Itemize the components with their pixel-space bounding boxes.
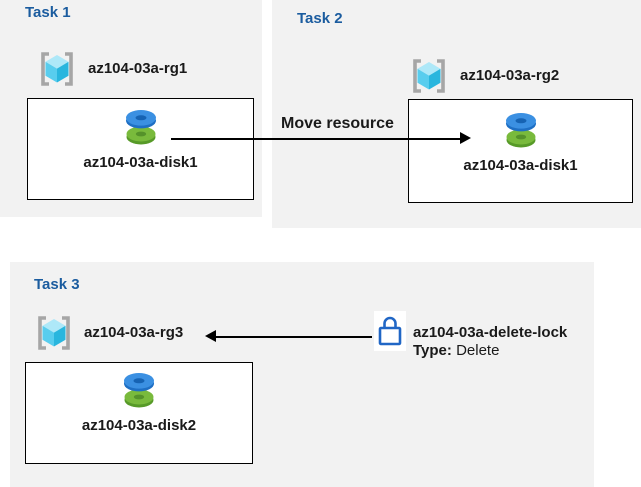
task2-resource-box: az104-03a-disk1 — [408, 99, 633, 203]
task1-panel: Task 1 az104-03a-rg1 az104-03a-disk1 — [0, 0, 262, 217]
task3-resource-box: az104-03a-disk2 — [25, 362, 253, 464]
task1-resource-group-name: az104-03a-rg1 — [88, 60, 188, 77]
task2-panel: Task 2 az104-03a-rg2 az104-03a-disk1 — [272, 0, 641, 228]
delete-lock-type-label: Type: — [413, 342, 452, 359]
move-arrow-head-icon — [460, 132, 471, 144]
lock-arrow-head-icon — [205, 330, 216, 342]
task3-resource-group-name: az104-03a-rg3 — [84, 324, 184, 341]
task3-title: Task 3 — [34, 276, 80, 293]
task3-disk-name: az104-03a-disk2 — [81, 417, 197, 434]
task1-title: Task 1 — [25, 4, 71, 21]
managed-disk-icon — [125, 110, 156, 145]
managed-disk-icon — [124, 373, 154, 408]
task3-panel: Task 3 az104-03a-rg3 az104-03a-disk2 — [10, 262, 594, 487]
resource-group-icon — [41, 52, 73, 86]
delete-lock-icon — [378, 316, 402, 346]
task1-disk-name: az104-03a-disk1 — [83, 154, 198, 171]
task2-disk-name: az104-03a-disk1 — [463, 157, 578, 174]
task2-resource-group-name: az104-03a-rg2 — [460, 67, 560, 84]
resource-group-icon — [38, 316, 70, 350]
delete-lock-name: az104-03a-delete-lock — [413, 324, 568, 341]
delete-lock-type: Type: Delete — [413, 342, 499, 359]
move-resource-label: Move resource — [281, 115, 394, 132]
delete-lock-type-value: Delete — [456, 342, 500, 359]
lock-icon-frame — [374, 311, 406, 351]
managed-disk-icon — [505, 113, 536, 148]
task2-title: Task 2 — [297, 10, 343, 27]
task1-resource-box: az104-03a-disk1 — [27, 98, 254, 200]
resource-group-icon — [413, 59, 445, 93]
lock-arrow-line — [214, 336, 372, 338]
move-arrow-line — [171, 138, 462, 140]
